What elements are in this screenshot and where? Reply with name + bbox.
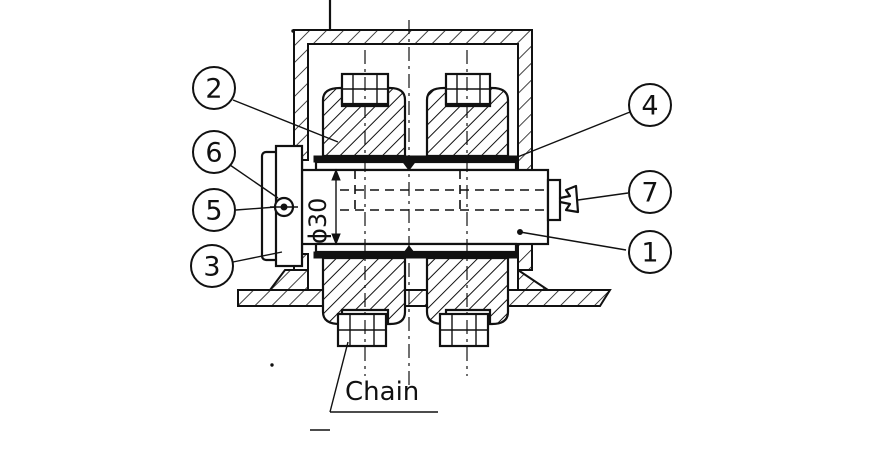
callout-3: 3 xyxy=(190,244,234,288)
chain-label: Chain xyxy=(345,377,419,407)
callout-3-label: 3 xyxy=(203,252,220,283)
upper-bushing xyxy=(313,155,519,172)
callout-6: 6 xyxy=(192,130,236,174)
lower-bushing xyxy=(313,242,519,259)
callout-6-label: 6 xyxy=(205,138,222,169)
lower-sprocket-right xyxy=(425,256,510,348)
upper-sprocket-right xyxy=(425,72,510,158)
callout-2: 2 xyxy=(192,66,236,110)
callout-leaders xyxy=(229,99,631,263)
chain-leader: Chain xyxy=(329,341,438,413)
end-block xyxy=(260,144,304,268)
center-lines xyxy=(364,20,468,386)
callout-2-label: 2 xyxy=(205,74,222,105)
upper-sprocket-left xyxy=(321,72,407,158)
scan-marks xyxy=(270,29,330,431)
callout-7-label: 7 xyxy=(641,178,658,209)
callout-4: 4 xyxy=(628,83,672,127)
callout-7: 7 xyxy=(628,170,672,214)
lower-sprocket-left xyxy=(321,256,407,348)
shaft xyxy=(298,168,580,246)
diameter-dimension: ϕ30 xyxy=(304,168,341,246)
base-plate xyxy=(237,268,612,307)
callout-5: 5 xyxy=(192,188,236,232)
callout-1-label: 1 xyxy=(641,238,658,269)
diameter-label: ϕ30 xyxy=(304,198,332,244)
callout-5-label: 5 xyxy=(205,196,222,227)
callout-4-label: 4 xyxy=(641,91,658,122)
callout-1: 1 xyxy=(628,230,672,274)
